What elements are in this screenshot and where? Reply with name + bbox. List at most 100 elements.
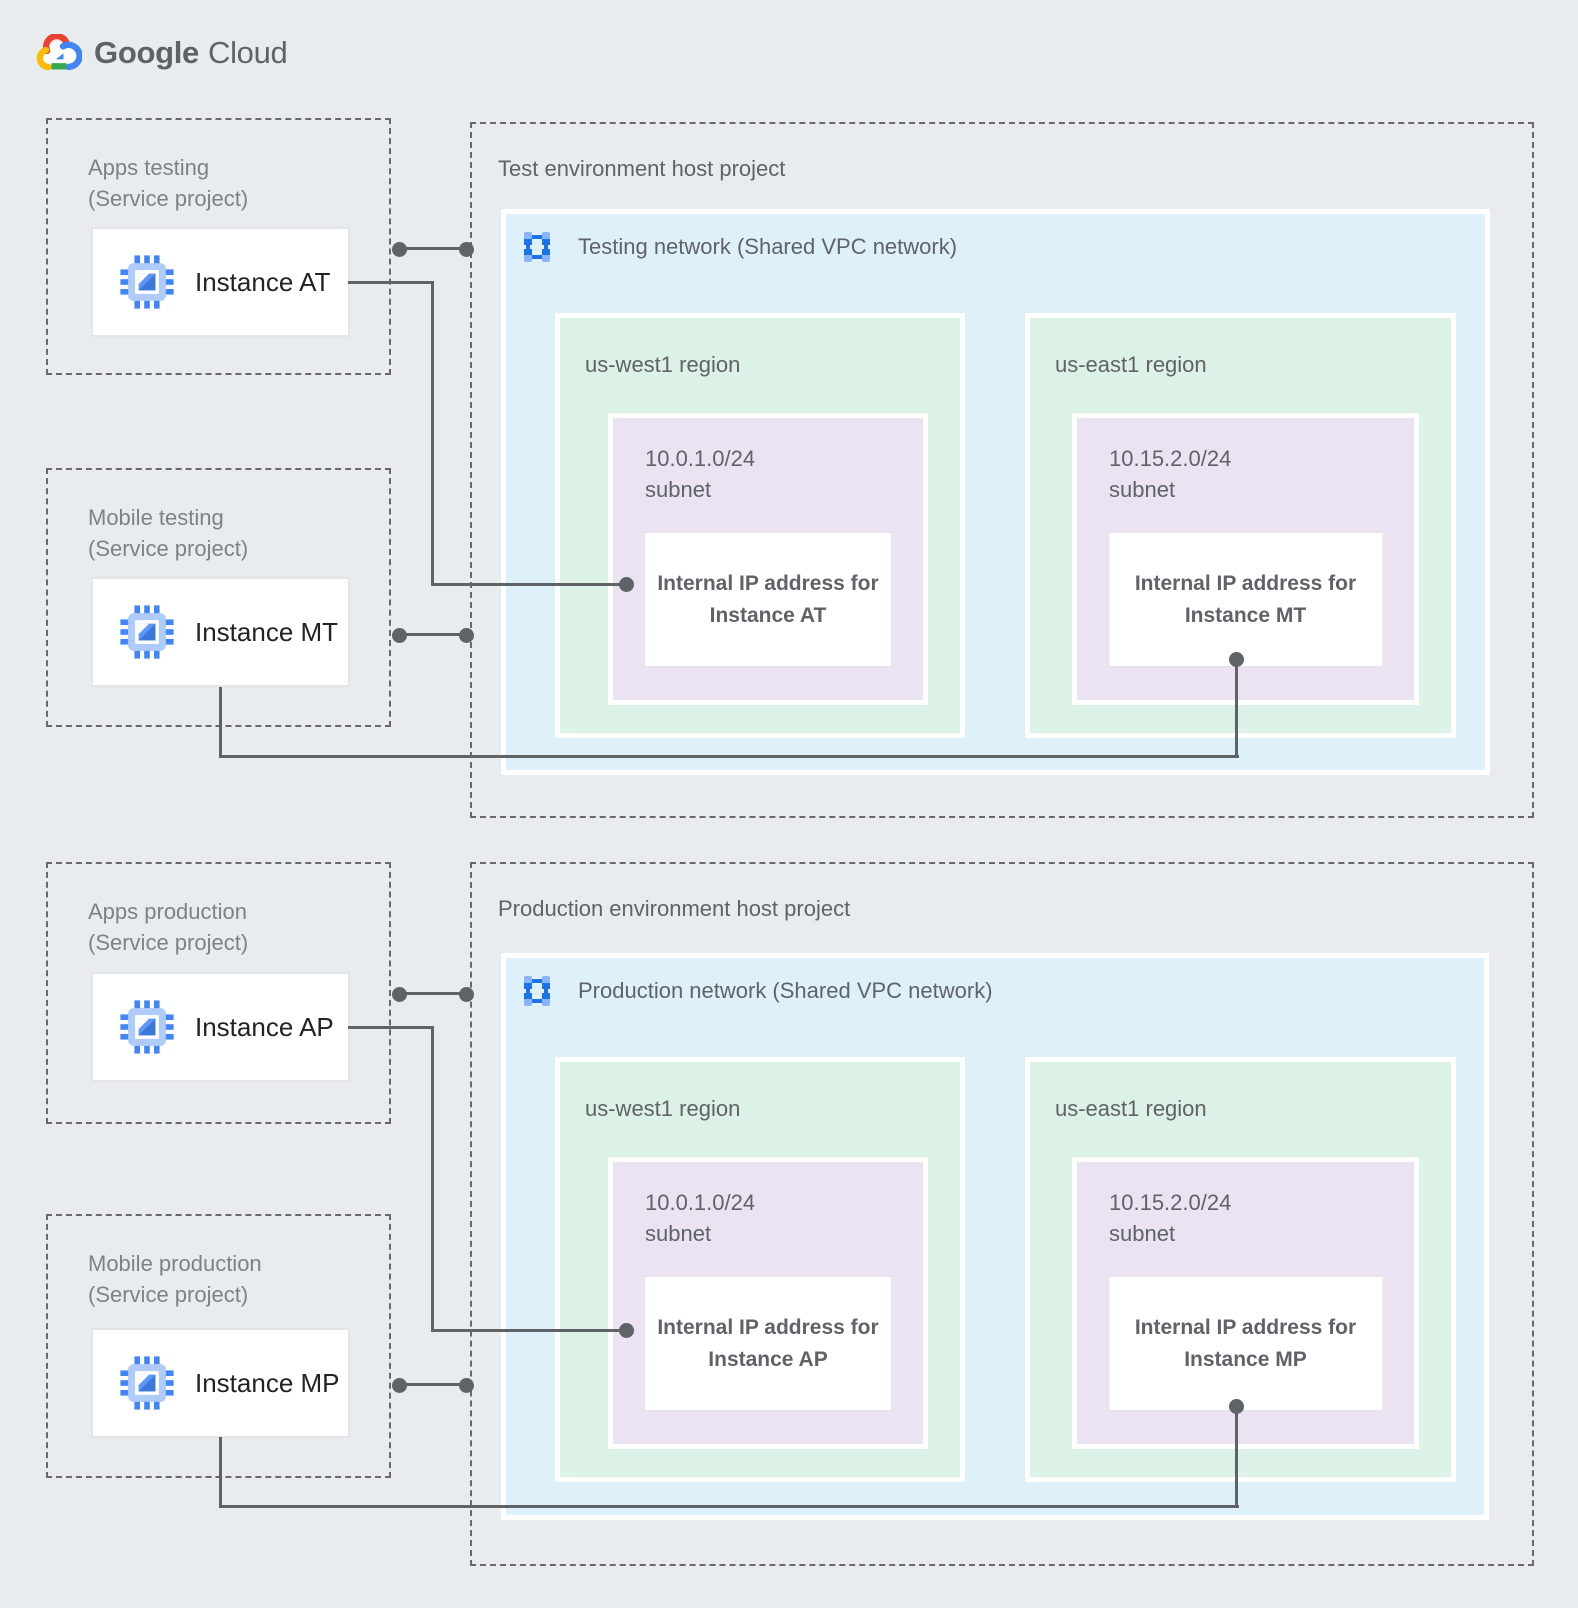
host-project-production: Production environment host project bbox=[470, 862, 1534, 1566]
ip-label-line2: Instance AP bbox=[708, 1347, 828, 1371]
link-dot bbox=[392, 987, 407, 1002]
instance-card-mt: Instance MT bbox=[91, 577, 350, 687]
connector-ap-seg2 bbox=[431, 1026, 434, 1332]
testing-network: Testing network (Shared VPC network) us-… bbox=[501, 209, 1490, 775]
subnet-word: subnet bbox=[645, 1220, 712, 1246]
service-project-label: Mobile production (Service project) bbox=[88, 1248, 262, 1310]
service-project-label: Apps production (Service project) bbox=[88, 896, 248, 958]
subnet-label: 10.15.2.0/24 subnet bbox=[1109, 444, 1231, 506]
host-project-title: Test environment host project bbox=[498, 156, 786, 181]
service-project-apps-testing: Apps testing (Service project) bbox=[46, 118, 391, 375]
link-line-apps-production bbox=[399, 992, 466, 995]
logo-suffix: Cloud bbox=[207, 35, 288, 70]
subnet-us-west1: 10.0.1.0/24 subnet Internal IP address f… bbox=[608, 1157, 928, 1449]
connector-mp-seg1 bbox=[219, 1437, 222, 1508]
ip-label-line1: Internal IP address for bbox=[1134, 1316, 1357, 1339]
subnet-cidr: 10.0.1.0/24 bbox=[645, 1190, 756, 1215]
instance-card-ap: Instance AP bbox=[91, 972, 350, 1082]
instance-card-mp: Instance MP bbox=[91, 1328, 350, 1438]
link-dot bbox=[392, 628, 407, 643]
connector-mp-endpoint bbox=[1229, 1399, 1244, 1414]
internal-ip-box-instance-at: Internal IP address for Instance AT bbox=[644, 532, 892, 667]
google-cloud-cloud-icon bbox=[36, 34, 82, 71]
ip-label-line2: Instance MT bbox=[1184, 603, 1307, 627]
compute-engine-icon bbox=[120, 605, 174, 659]
subnet-cidr: 10.15.2.0/24 bbox=[1109, 446, 1232, 471]
ip-label-line1: Internal IP address for bbox=[1134, 572, 1357, 595]
service-project-label: Mobile testing (Service project) bbox=[88, 502, 248, 564]
subnet-us-east1: 10.15.2.0/24 subnet Internal IP address … bbox=[1072, 1157, 1419, 1449]
internal-ip-box-instance-ap: Internal IP address for Instance AP bbox=[644, 1276, 892, 1411]
region-label: us-east1 region bbox=[1055, 352, 1207, 377]
host-project-test: Test environment host project bbox=[470, 122, 1534, 818]
region-us-west1: us-west1 region 10.0.1.0/24 subnet Inter… bbox=[555, 1057, 965, 1482]
service-project-title: Mobile production bbox=[88, 1251, 262, 1276]
connector-mp-seg2 bbox=[219, 1505, 1239, 1508]
service-project-mobile-production: Mobile production (Service project) bbox=[46, 1214, 391, 1478]
link-dot bbox=[392, 1378, 407, 1393]
service-project-subtitle: (Service project) bbox=[88, 186, 249, 212]
connector-mt-seg3 bbox=[1235, 659, 1238, 758]
instance-label: Instance AT bbox=[195, 266, 331, 297]
region-label: us-east1 region bbox=[1055, 1096, 1207, 1121]
link-dot bbox=[459, 242, 474, 257]
logo-brand: Google bbox=[94, 35, 199, 70]
subnet-cidr: 10.0.1.0/24 bbox=[645, 446, 756, 471]
connector-mt-seg2 bbox=[219, 755, 1239, 758]
connector-at-endpoint bbox=[619, 577, 634, 592]
instance-label: Instance MT bbox=[195, 616, 339, 647]
network-header: Production network (Shared VPC network) bbox=[519, 973, 993, 1009]
subnet-word: subnet bbox=[1109, 476, 1176, 502]
ip-label-line2: Instance MP bbox=[1184, 1347, 1307, 1371]
connector-at-seg3 bbox=[431, 583, 627, 586]
compute-engine-icon bbox=[120, 255, 174, 309]
subnet-word: subnet bbox=[1109, 1220, 1176, 1246]
connector-mp-seg3 bbox=[1235, 1406, 1238, 1508]
region-label: us-west1 region bbox=[585, 352, 741, 377]
network-label: Testing network (Shared VPC network) bbox=[578, 234, 958, 259]
network-header: Testing network (Shared VPC network) bbox=[519, 229, 957, 265]
instance-label: Instance MP bbox=[195, 1367, 340, 1398]
connector-mt-seg1 bbox=[219, 687, 222, 758]
network-label: Production network (Shared VPC network) bbox=[578, 978, 993, 1003]
host-project-title: Production environment host project bbox=[498, 896, 851, 921]
compute-engine-icon bbox=[120, 1356, 174, 1410]
link-line-mobile-production bbox=[399, 1383, 466, 1386]
subnet-label: 10.0.1.0/24 subnet bbox=[645, 1188, 755, 1250]
connector-mt-endpoint bbox=[1229, 652, 1244, 667]
internal-ip-box-instance-mp: Internal IP address for Instance MP bbox=[1108, 1276, 1383, 1411]
internal-ip-box-instance-mt: Internal IP address for Instance MT bbox=[1108, 532, 1383, 667]
subnet-us-west1: 10.0.1.0/24 subnet Internal IP address f… bbox=[608, 413, 928, 705]
service-project-title: Mobile testing bbox=[88, 505, 224, 530]
subnet-cidr: 10.15.2.0/24 bbox=[1109, 1190, 1232, 1215]
region-label: us-west1 region bbox=[585, 1096, 741, 1121]
link-line-mobile-testing bbox=[399, 633, 466, 636]
connector-ap-endpoint bbox=[619, 1323, 634, 1338]
service-project-subtitle: (Service project) bbox=[88, 930, 249, 956]
connector-ap-seg1 bbox=[348, 1026, 433, 1029]
production-network: Production network (Shared VPC network) … bbox=[501, 953, 1489, 1520]
link-dot bbox=[459, 628, 474, 643]
subnet-label: 10.15.2.0/24 subnet bbox=[1109, 1188, 1231, 1250]
instance-card-at: Instance AT bbox=[91, 227, 350, 337]
region-us-west1: us-west1 region 10.0.1.0/24 subnet Inter… bbox=[555, 313, 965, 738]
link-dot bbox=[392, 242, 407, 257]
connector-at-seg2 bbox=[431, 281, 434, 585]
vpc-network-icon bbox=[524, 232, 550, 262]
instance-label: Instance AP bbox=[195, 1011, 334, 1042]
subnet-us-east1: 10.15.2.0/24 subnet Internal IP address … bbox=[1072, 413, 1419, 705]
service-project-label: Apps testing (Service project) bbox=[88, 152, 248, 214]
service-project-subtitle: (Service project) bbox=[88, 1282, 249, 1308]
subnet-word: subnet bbox=[645, 476, 712, 502]
region-us-east1: us-east1 region 10.15.2.0/24 subnet Inte… bbox=[1025, 1057, 1456, 1482]
connector-at-seg1 bbox=[348, 281, 433, 284]
service-project-title: Apps production bbox=[88, 899, 247, 924]
compute-engine-icon bbox=[120, 1000, 174, 1054]
service-project-title: Apps testing bbox=[88, 155, 210, 180]
link-dot bbox=[459, 1378, 474, 1393]
ip-label-line1: Internal IP address for bbox=[657, 572, 879, 595]
link-dot bbox=[459, 987, 474, 1002]
